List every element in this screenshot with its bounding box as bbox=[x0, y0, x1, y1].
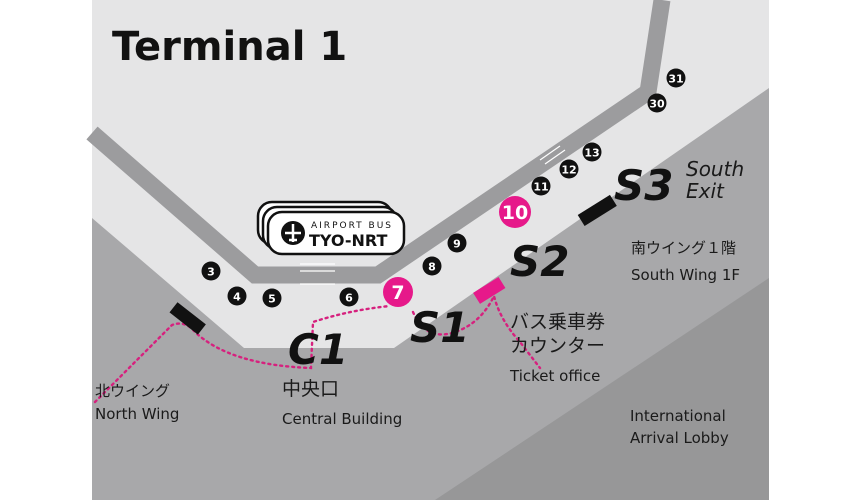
ticket-jp-line1: バス乗車券 bbox=[510, 311, 605, 333]
bus-stop-number: 11 bbox=[533, 181, 548, 194]
bus-stop-number: 31 bbox=[668, 73, 683, 86]
south-wing-jp: 南ウイング１階 bbox=[631, 239, 736, 257]
bus-stop-12[interactable]: 12 bbox=[559, 159, 579, 179]
ticket-en: Ticket office bbox=[509, 367, 600, 385]
bus-stop-8[interactable]: 8 bbox=[422, 256, 442, 276]
s3-exit-marker bbox=[577, 194, 617, 227]
bus-stop-10[interactable]: 10 bbox=[499, 196, 531, 228]
bus-stop-circle bbox=[647, 93, 667, 113]
exit-s2-label: S2 bbox=[510, 237, 569, 286]
bus-stop-31[interactable]: 31 bbox=[666, 68, 686, 88]
south-wing-en: South Wing 1F bbox=[631, 266, 740, 284]
bus-stop-number: 12 bbox=[561, 164, 576, 177]
ticket-jp-line2: カウンター bbox=[510, 335, 605, 357]
bus-stop-6[interactable]: 6 bbox=[339, 287, 359, 307]
walking-path-ticket bbox=[411, 292, 542, 370]
north-wing-en: North Wing bbox=[95, 405, 179, 423]
bus-stop-9[interactable]: 9 bbox=[447, 233, 467, 253]
bus-logo-main-text: TYO-NRT bbox=[309, 231, 387, 250]
ticket-counter-marker[interactable] bbox=[473, 276, 506, 304]
bus-stop-30[interactable]: 30 bbox=[647, 93, 667, 113]
arrival-line1: International bbox=[630, 407, 726, 425]
bus-stop-3[interactable]: 3 bbox=[201, 261, 221, 281]
bus-stop-circle bbox=[383, 277, 413, 307]
bus-stop-number: 6 bbox=[345, 292, 353, 305]
arrival-lobby-area bbox=[435, 278, 769, 500]
arrival-line2: Arrival Lobby bbox=[630, 429, 729, 447]
exit-s3-label: S3 bbox=[614, 161, 673, 210]
bus-stop-11[interactable]: 11 bbox=[531, 176, 551, 196]
bus-stop-4[interactable]: 4 bbox=[227, 286, 247, 306]
bus-stop-circle bbox=[666, 68, 686, 88]
crosswalk bbox=[300, 145, 566, 285]
south-exit-line1: South bbox=[686, 157, 744, 181]
bus-stop-number: 4 bbox=[233, 291, 241, 304]
bus-stop-number: 30 bbox=[649, 98, 665, 111]
bus-stop-circle bbox=[531, 176, 551, 196]
bus-stop-circle bbox=[582, 142, 602, 162]
bus-stop-circle bbox=[201, 261, 221, 281]
south-exit-line2: Exit bbox=[686, 179, 725, 203]
road bbox=[86, 0, 671, 284]
bus-stop-circle bbox=[447, 233, 467, 253]
bus-stop-number: 10 bbox=[502, 202, 528, 224]
bus-stop-circle bbox=[227, 286, 247, 306]
north-wing-jp: 北ウイング bbox=[95, 382, 170, 400]
bus-stop-number: 8 bbox=[428, 261, 436, 274]
north-exit-marker bbox=[169, 302, 206, 335]
airport-bus-logo: AIRPORT BUS TYO-NRT bbox=[256, 200, 406, 256]
bus-stop-circle bbox=[559, 159, 579, 179]
bus-stop-circle bbox=[422, 256, 442, 276]
bus-stop-number: 13 bbox=[584, 147, 599, 160]
bus-stop-number: 5 bbox=[268, 293, 276, 306]
central-jp: 中央口 bbox=[282, 378, 339, 400]
bus-logo-top-text: AIRPORT BUS bbox=[311, 221, 393, 231]
bus-stop-5[interactable]: 5 bbox=[262, 288, 282, 308]
bus-stop-circle bbox=[499, 196, 531, 228]
bus-stop-number: 7 bbox=[391, 282, 404, 304]
bus-stop-7[interactable]: 7 bbox=[383, 277, 413, 307]
page-title: Terminal 1 bbox=[112, 24, 347, 70]
bus-stop-circle bbox=[339, 287, 359, 307]
central-en: Central Building bbox=[282, 410, 402, 428]
bus-stop-circle bbox=[262, 288, 282, 308]
bus-stop-number: 3 bbox=[207, 266, 215, 279]
walking-path-north bbox=[93, 304, 392, 404]
bus-stop-number: 9 bbox=[453, 238, 461, 251]
exit-s1-label: S1 bbox=[410, 303, 469, 352]
exit-c1-label: C1 bbox=[288, 325, 348, 374]
bus-stop-13[interactable]: 13 bbox=[582, 142, 602, 162]
